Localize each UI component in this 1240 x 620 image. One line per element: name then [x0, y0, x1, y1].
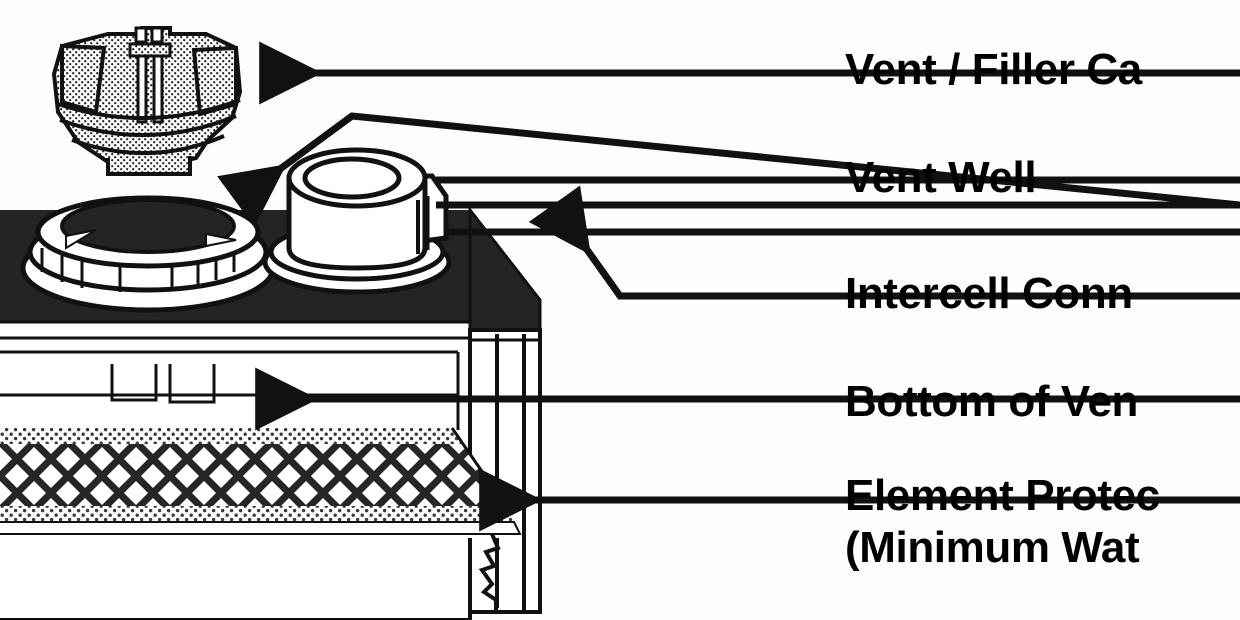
callout-label-intercell-connector[interactable]: Intercell Conn	[845, 269, 1133, 318]
element-protector	[0, 427, 522, 538]
callout-label-element-protector-line1: Element Protec	[845, 471, 1160, 520]
vent-filler-cap	[51, 26, 243, 176]
callout-label-vent-well[interactable]: Vent Well	[845, 153, 1037, 202]
callout-label-vent-filler-cap[interactable]: Vent / Filler Ca	[845, 45, 1142, 94]
leader-lines	[217, 41, 1240, 532]
callout-label-element-protector-line2: (Minimum Wat	[845, 523, 1140, 572]
intercell-connector-post	[262, 147, 452, 295]
vent-well-opening	[20, 195, 276, 313]
callout-label-bottom-of-vent-well[interactable]: Bottom of Ven	[845, 377, 1139, 426]
callout-label-element-protector[interactable]: Element Protec (Minimum Wat	[845, 470, 1160, 574]
leader-vent-well	[217, 112, 1240, 228]
leader-intercell-connector	[528, 185, 1240, 300]
